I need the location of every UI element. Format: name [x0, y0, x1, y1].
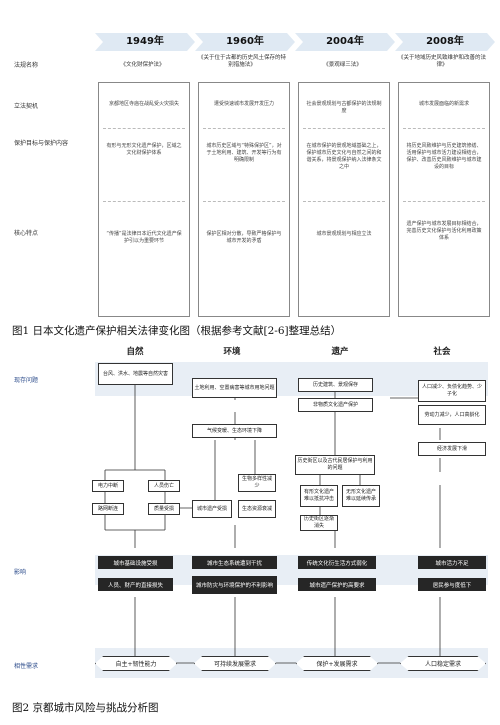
nature-casualty: 人员伤亡	[148, 480, 180, 492]
heritage-buildings: 历史建筑、景观保存	[298, 378, 373, 392]
cell-target: 将历史风致维护与历史建筑修缮、活用保护与城市活力建设相结合，保护、改善历史风致维…	[406, 143, 482, 170]
cell-feature: “传播”是法律日本近代文化遗产保护引以为重要环节	[106, 231, 182, 244]
figure-1-caption: 图1 日本文化遗产保护相关法律变化图（根据参考文献[2-6]整理总结）	[12, 325, 342, 337]
heritage-impact-2: 城市遗产保护的高要求	[298, 578, 376, 591]
law-title: 《景观绿三法》	[323, 62, 362, 68]
law-column: 城市发展面临的新需求 将历史风致维护与历史建筑修缮、活用保护与城市活力建设相结合…	[398, 82, 490, 317]
cell-target: 在城市保护的景观地域基础之上，保护城市历史文化与自然之间的和谐关系，将景观保护纳…	[306, 143, 382, 170]
row-label: 法规名称	[14, 62, 39, 69]
cell-trigger: 社会景观规划与古都保护的法规制度	[306, 101, 382, 114]
year-arrow: 2004年	[295, 33, 395, 51]
cell-feature: 遗产保护与城市发展目标相结合，完善历史文化保护与活化利用政策体系	[406, 221, 482, 241]
column-header: 社会	[433, 347, 451, 357]
row-label: 核心特点	[14, 230, 39, 237]
nature-impact-1: 城市基础设施受损	[98, 556, 173, 569]
nature-power: 电力中断	[92, 480, 124, 492]
env-impact-1: 城市生态系统遭到干扰	[192, 556, 277, 569]
year-arrow: 1949年	[95, 33, 195, 51]
cell-trigger: 遭受快速城市发展开发压力	[213, 101, 274, 107]
need-protection: 保护+发展需求	[296, 656, 378, 671]
cell-target: 城市历史区域与“特殊保护区”，对于土地利用、建筑、开发等行为有明确限制	[206, 143, 282, 163]
env-biodiversity: 生物多样性减少	[238, 474, 276, 492]
env-heritage-damage: 城市遗产受损	[192, 500, 232, 518]
cell-feature: 保护区相对分散，导致严格保护与城市开发的矛盾	[206, 231, 282, 244]
heritage-intangible-risk: 无形文化遗产难以延续传承	[342, 485, 380, 507]
row-label: 立法契机	[14, 103, 39, 110]
column-header: 自然	[126, 347, 144, 357]
row-label: 保护目标与保护内容	[14, 140, 69, 147]
year-arrow: 1960年	[195, 33, 295, 51]
society-impact-2: 居民参与度低下	[418, 578, 486, 591]
cell-trigger: 城市发展面临的新需求	[418, 101, 469, 107]
nature-impact-2: 人员、财产的直接损失	[98, 578, 173, 591]
side-label: 现存问题	[14, 377, 39, 384]
society-population: 人口减少、负债化趋势、少子化	[418, 380, 486, 402]
law-column: 遭受快速城市发展开发压力 城市历史区域与“特殊保护区”，对于土地利用、建筑、开发…	[198, 82, 290, 317]
law-column: 社会景观规划与古都保护的法规制度 在城市保护的景观地域基础之上，保护城市历史文化…	[298, 82, 390, 317]
law-title: 《关于地域历史风致维护和改善的法律》	[398, 55, 487, 68]
column-header: 遗产	[331, 347, 349, 357]
need-sustainable: 可持续发展需求	[194, 656, 276, 671]
heritage-vanishing: 历史街区逐渐消失	[300, 515, 338, 531]
nature-disaster: 台风、洪水、地震等自然灾害	[98, 363, 173, 385]
nature-quality: 质量受损	[148, 503, 180, 515]
cell-trigger: 京都地区寺庙在战乱受火灾损失	[108, 101, 179, 107]
heritage-tangible: 有形文化遗产难以抵抗冲击	[300, 485, 338, 507]
nature-road: 路网断连	[92, 503, 124, 515]
law-title: 《关于位于古都的历史风土保存的特别措施法》	[198, 55, 287, 68]
cell-feature: 城市景观规划与相应立法	[316, 231, 372, 237]
env-climate: 气候变暖、生态环境下降	[192, 424, 277, 438]
law-title: 《文化财保护法》	[120, 62, 165, 68]
year-arrow: 2008年	[395, 33, 495, 51]
society-labor: 劳动力减少，人口高龄化	[418, 405, 486, 425]
env-eco-decline: 生态资源衰减	[238, 500, 276, 518]
cell-target: 有形与无形文化遗产保护，区域之文化财保护体系	[106, 143, 182, 156]
env-landuse: 土地利用、空置病害等城市用地问题	[192, 378, 277, 398]
side-label: 相性需求	[14, 663, 39, 670]
heritage-impact-1: 传统文化衍生活方式弱化	[298, 556, 376, 569]
need-resilience: 自主+韧性能力	[95, 656, 177, 671]
society-impact-1: 城市活力不足	[418, 556, 486, 569]
need-population: 人口稳定需求	[400, 656, 486, 671]
env-impact-2: 城市防灾与环境保护的不利影响	[192, 576, 277, 594]
heritage-district: 历史街区以及古代民居保护与利用的问题	[295, 455, 375, 475]
side-label: 影响	[14, 569, 27, 576]
column-header: 环境	[223, 347, 241, 357]
figure-2-caption: 图2 京都城市风险与挑战分析图	[12, 702, 159, 714]
law-column: 京都地区寺庙在战乱受火灾损失 有形与无形文化遗产保护，区域之文化财保护体系 “传…	[98, 82, 190, 317]
society-economy: 经济发展下滑	[418, 442, 486, 456]
heritage-intangible: 非物质文化遗产保护	[298, 398, 373, 412]
